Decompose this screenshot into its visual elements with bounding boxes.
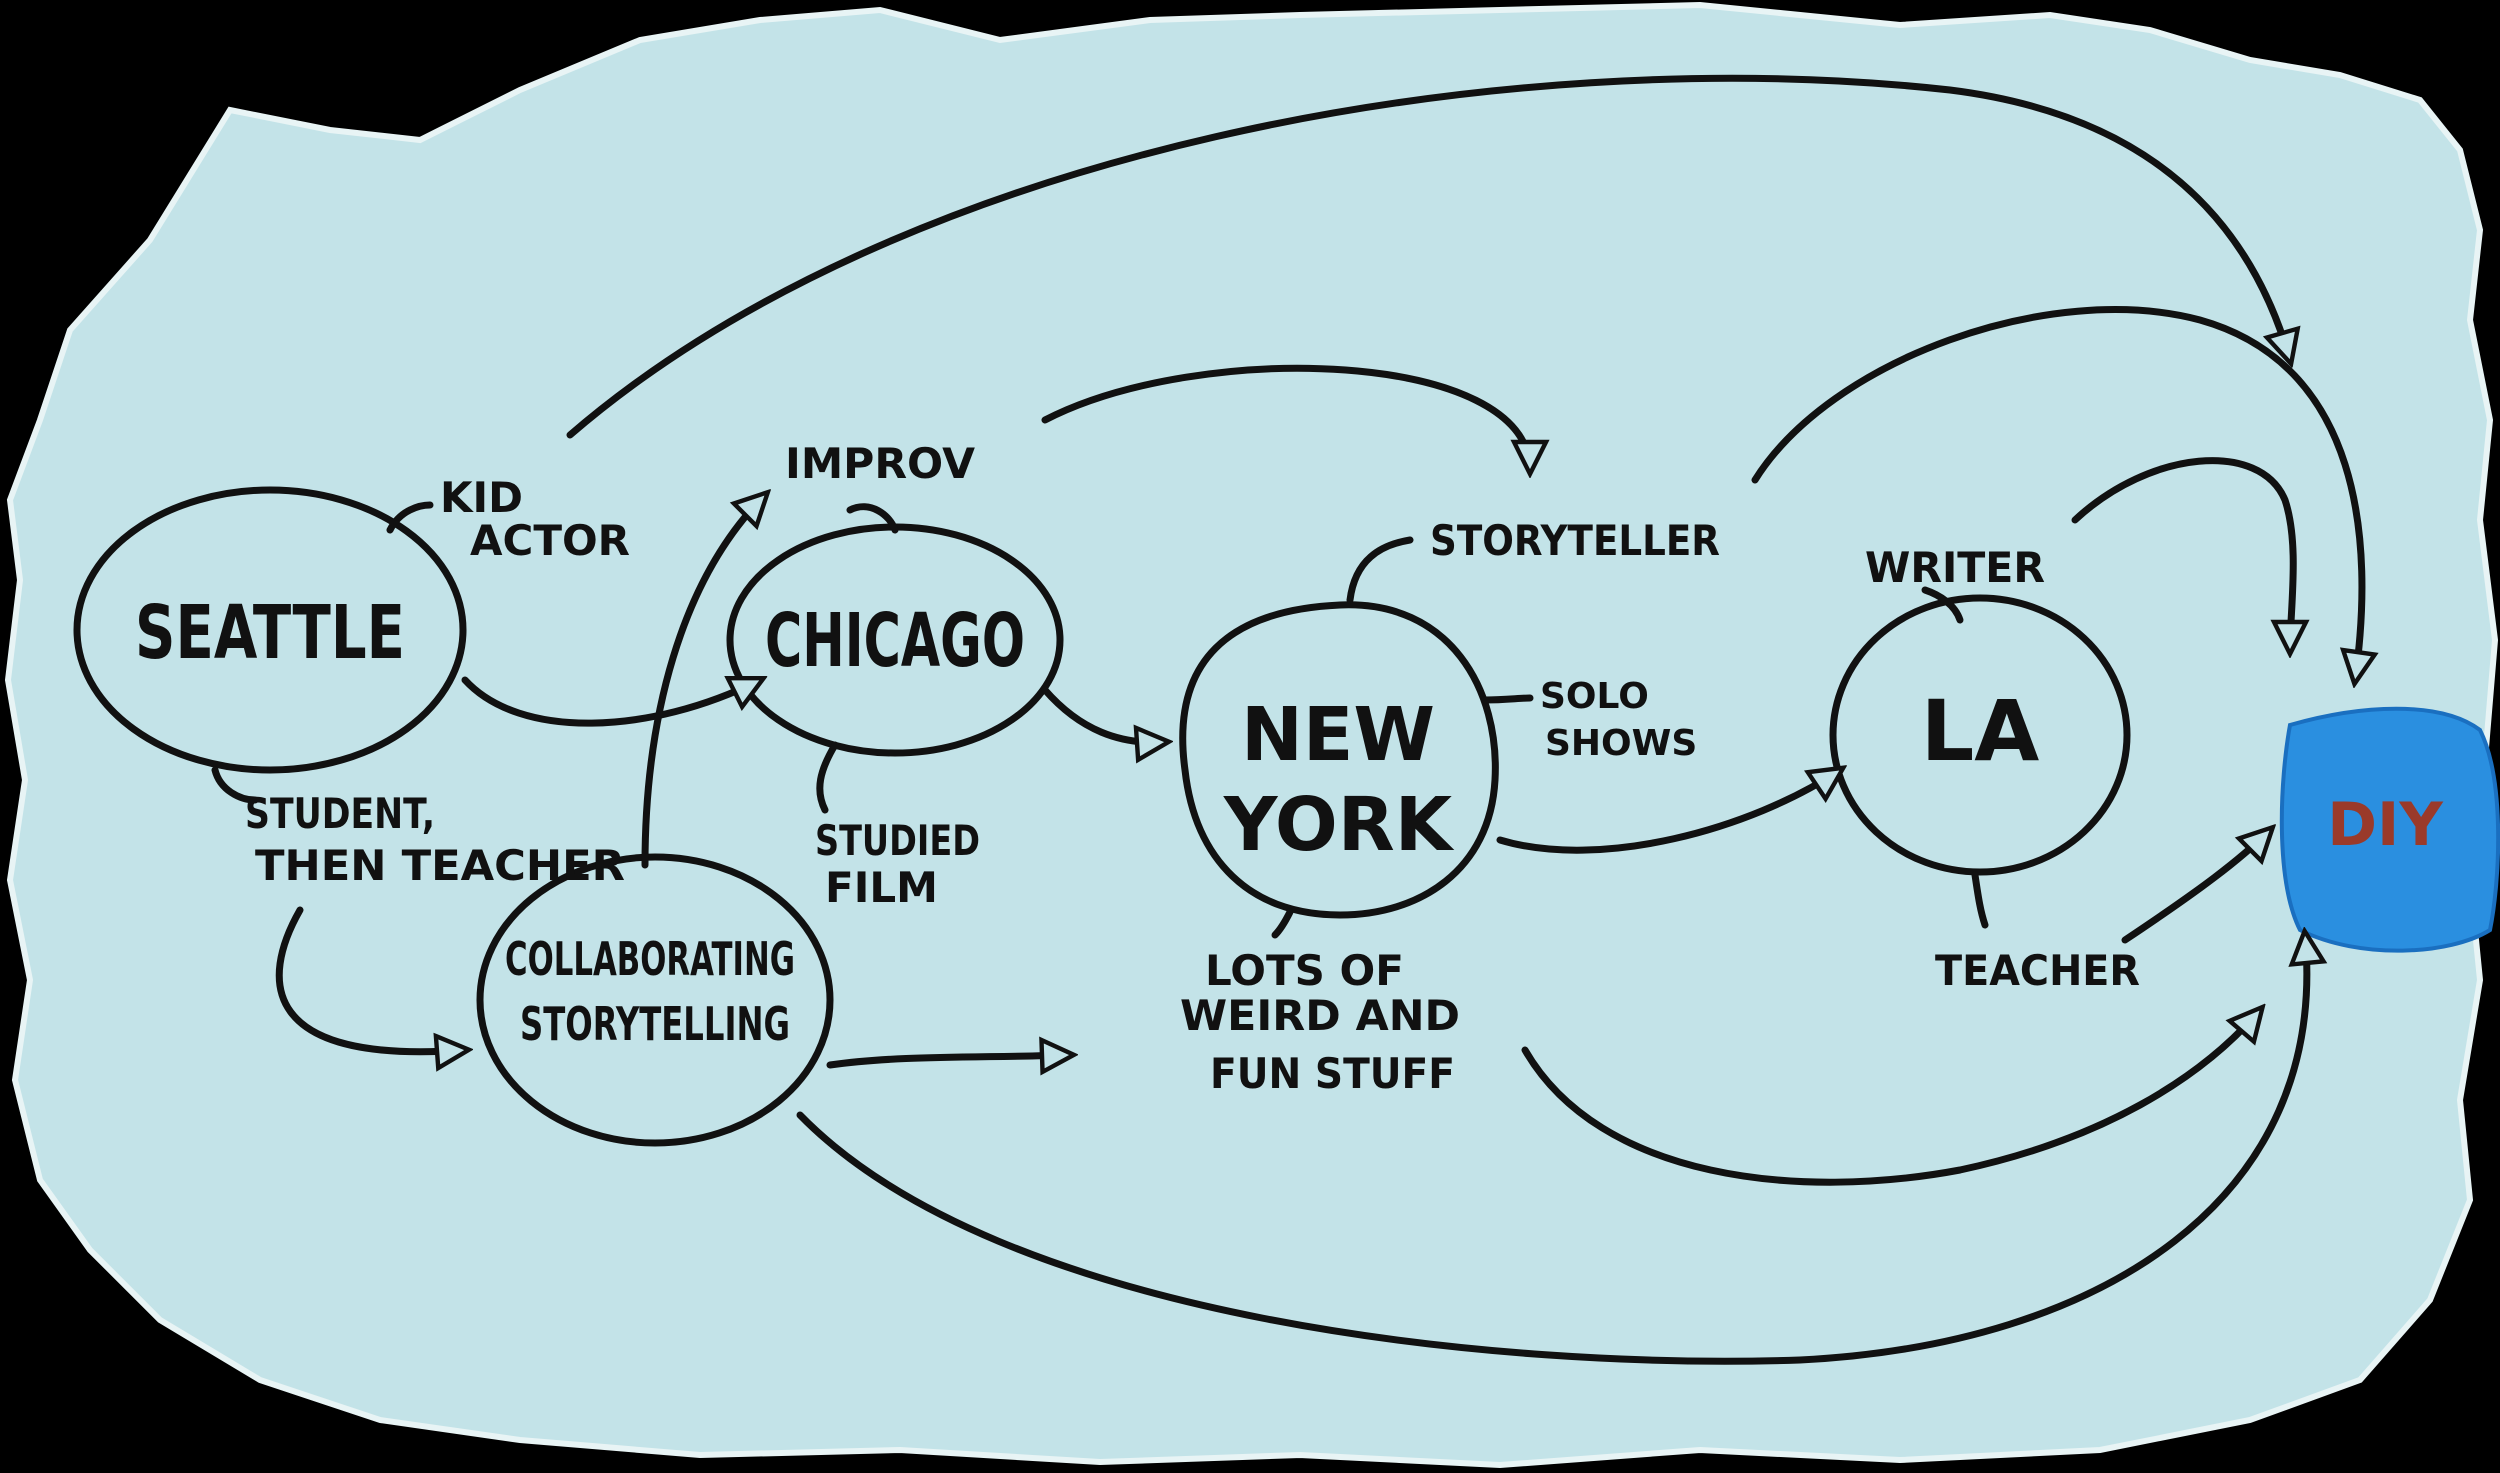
label-improv: IMPROV bbox=[785, 439, 975, 488]
edge-seattle-to-collab bbox=[275, 906, 465, 1052]
node-chicago-label: CHICAGO bbox=[765, 598, 1025, 684]
edge-teacher-to-diy bbox=[2121, 830, 2270, 944]
node-collab-line2: STORYTELLING bbox=[520, 997, 790, 1051]
label-fun-stuff: FUN STUFF bbox=[1210, 1049, 1455, 1098]
node-new-york-line1: NEW bbox=[1241, 692, 1435, 778]
label-actor: ACTOR bbox=[470, 516, 630, 565]
tick-student bbox=[211, 766, 259, 804]
node-new-york-line2: YORK bbox=[1223, 782, 1455, 868]
label-lots-of: LOTS OF bbox=[1205, 946, 1404, 995]
tick-kid-actor bbox=[386, 501, 434, 534]
label-weird-and: WEIRD AND bbox=[1180, 991, 1460, 1040]
label-student: STUDENT, bbox=[245, 789, 435, 838]
edge-seattle-to-chicago bbox=[461, 680, 760, 727]
edge-collab-to-weird bbox=[826, 1055, 1070, 1065]
node-seattle-label: SEATTLE bbox=[135, 590, 405, 676]
label-storyteller: STORYTELLER bbox=[1430, 516, 1720, 565]
label-studied: STUDIED bbox=[815, 816, 980, 865]
edge-chicago-to-new-york bbox=[1041, 686, 1165, 742]
node-collaborating-storytelling: COLLABORATING STORYTELLING bbox=[476, 853, 834, 1147]
node-collab-line1: COLLABORATING bbox=[505, 932, 795, 986]
label-then-teacher: THEN TEACHER bbox=[255, 841, 625, 890]
node-chicago: CHICAGO bbox=[726, 523, 1064, 757]
tick-studied-film bbox=[816, 741, 839, 814]
edge-weird-to-diy bbox=[1521, 1010, 2260, 1186]
label-film: FILM bbox=[825, 863, 938, 912]
node-seattle: SEATTLE bbox=[73, 486, 467, 774]
edge-improv-to-storyteller bbox=[1041, 364, 1530, 470]
edge-seattle-to-diy bbox=[566, 74, 2290, 439]
edge-new-york-to-la bbox=[1496, 770, 1840, 854]
node-diy-label: DIY bbox=[2327, 790, 2444, 860]
tick-teacher bbox=[1971, 871, 1989, 929]
edge-writer-to-diy bbox=[2071, 457, 2293, 650]
label-teacher: TEACHER bbox=[1935, 946, 2140, 995]
tick-storyteller bbox=[1346, 536, 1414, 604]
label-kid: KID bbox=[440, 473, 523, 522]
edge-collab-to-diy bbox=[796, 935, 2307, 1365]
node-la: LA bbox=[1829, 594, 2131, 876]
tick-weird bbox=[1271, 908, 1294, 939]
node-new-york: NEW YORK bbox=[1179, 601, 1499, 919]
edge-storyteller-to-diy bbox=[1751, 306, 2362, 680]
tick-improv bbox=[846, 503, 899, 534]
tick-solo-shows bbox=[1481, 694, 1534, 704]
edge-collab-to-improv bbox=[641, 495, 765, 869]
tick-writer bbox=[1921, 586, 1964, 624]
node-diy: DIY bbox=[2279, 706, 2500, 953]
label-writer: WRITER bbox=[1865, 543, 2045, 592]
node-la-label: LA bbox=[1921, 682, 2040, 780]
label-shows: SHOWS bbox=[1545, 723, 1697, 764]
label-solo: SOLO bbox=[1540, 676, 1649, 717]
